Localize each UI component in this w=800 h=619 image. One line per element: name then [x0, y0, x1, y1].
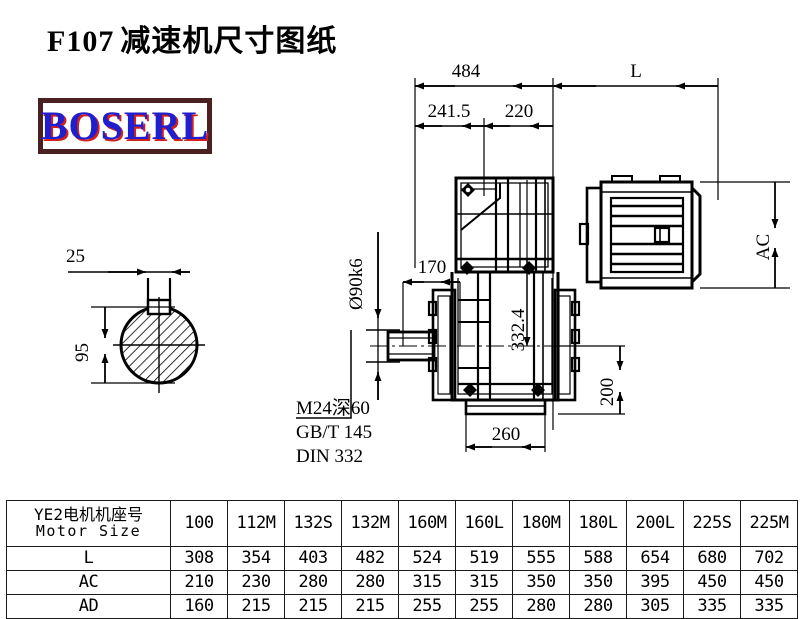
header-label-cn: YE2电机机座号 — [34, 505, 143, 525]
row-label-L: L — [6, 546, 171, 571]
cell-AD-0: 160 — [170, 594, 228, 619]
dim-241-220-group: 241.5 220 — [415, 101, 553, 196]
cell-L-0: 308 — [170, 546, 228, 571]
cell-AC-4: 315 — [398, 570, 456, 595]
cell-L-1: 354 — [227, 546, 285, 571]
cell-AD-5: 255 — [455, 594, 513, 619]
dim-shaft-diameter: Ø90k6 — [346, 258, 367, 310]
header-cell-size-9: 225S — [683, 500, 741, 547]
header-cell-size-5: 160L — [455, 500, 513, 547]
table-row: AC 210 230 280 280 315 315 350 350 395 4… — [6, 570, 798, 595]
cell-AC-6: 350 — [512, 570, 570, 595]
header-cell-size-6: 180M — [512, 500, 570, 547]
spec-table-body: YE2电机机座号 Motor Size 100 112M 132S 132M 1… — [6, 500, 798, 619]
row-label-AC: AC — [6, 570, 171, 595]
cell-L-6: 555 — [512, 546, 570, 571]
header-cell-size-3: 132M — [341, 500, 399, 547]
header-cell-size-1: 112M — [227, 500, 285, 547]
annotation-line-1: M24深60 — [296, 397, 370, 419]
bolt-symbols — [460, 183, 545, 397]
table-row: AD 160 215 215 215 255 255 280 280 305 3… — [6, 594, 798, 619]
cell-AC-7: 350 — [569, 570, 627, 595]
cell-AC-2: 280 — [284, 570, 342, 595]
header-cell-size-0: 100 — [170, 500, 228, 547]
dim-484: 484 — [452, 61, 481, 82]
table-header-row: YE2电机机座号 Motor Size 100 112M 132S 132M 1… — [6, 500, 798, 547]
cell-L-7: 588 — [569, 546, 627, 571]
dim-260: 260 — [492, 424, 521, 445]
cell-AC-5: 315 — [455, 570, 513, 595]
shaft-cross-section-detail: 25 95 — [66, 246, 205, 393]
header-cell-motor-size: YE2电机机座号 Motor Size — [6, 500, 171, 547]
page-title-model: F107 — [47, 25, 115, 58]
annotation-line-2: GB/T 145 — [296, 422, 372, 443]
dim-L-group: L — [553, 61, 719, 200]
cell-L-2: 403 — [284, 546, 342, 571]
cell-AD-1: 215 — [227, 594, 285, 619]
cell-AC-1: 230 — [227, 570, 285, 595]
dim-AC-group: AC — [700, 181, 790, 289]
cell-AD-9: 335 — [683, 594, 741, 619]
cell-AD-8: 305 — [626, 594, 684, 619]
cell-AC-3: 280 — [341, 570, 399, 595]
cell-AC-8: 395 — [626, 570, 684, 595]
cell-L-3: 482 — [341, 546, 399, 571]
cell-AC-0: 210 — [170, 570, 228, 595]
gearbox-housing — [427, 176, 581, 416]
page-title-cn: 减速机尺寸图纸 — [120, 24, 338, 59]
header-cell-size-7: 180L — [569, 500, 627, 547]
motor-spec-table: YE2电机机座号 Motor Size 100 112M 132S 132M 1… — [6, 500, 798, 619]
cell-AD-4: 255 — [398, 594, 456, 619]
dim-332-4: 332.4 — [508, 308, 529, 351]
cell-AC-9: 450 — [683, 570, 741, 595]
cell-L-8: 654 — [626, 546, 684, 571]
dim-170-group: 170 — [402, 257, 461, 346]
center-bore-annotation: M24深60 GB/T 145 DIN 332 — [296, 330, 372, 467]
dim-L: L — [630, 61, 642, 82]
dim-332-4-group: 332.4 — [508, 180, 531, 351]
cell-AC-10: 450 — [740, 570, 798, 595]
cell-AD-6: 280 — [512, 594, 570, 619]
dim-200-group: 200 — [558, 345, 625, 415]
annotation-line-3: DIN 332 — [296, 446, 363, 467]
dim-shaft-diameter-group: Ø90k6 — [346, 232, 400, 400]
dim-shaft-dia-95: 95 — [72, 343, 93, 362]
dim-200: 200 — [597, 378, 618, 407]
dim-170: 170 — [418, 257, 447, 278]
cell-AD-7: 280 — [569, 594, 627, 619]
dim-260-group: 260 — [465, 414, 546, 452]
header-label-en: Motor Size — [35, 522, 142, 541]
cell-L-5: 519 — [455, 546, 513, 571]
electric-motor — [578, 175, 702, 290]
dim-220: 220 — [505, 101, 534, 122]
cell-AD-10: 335 — [740, 594, 798, 619]
table-row: L 308 354 403 482 524 519 555 588 654 68… — [6, 546, 798, 571]
dim-key-width: 25 — [66, 246, 85, 267]
cell-AD-3: 215 — [341, 594, 399, 619]
header-cell-size-4: 160M — [398, 500, 456, 547]
brand-logo: BOSERL — [38, 98, 212, 154]
header-cell-size-8: 200L — [626, 500, 684, 547]
cell-L-10: 702 — [740, 546, 798, 571]
header-cell-size-2: 132S — [284, 500, 342, 547]
cell-L-4: 524 — [398, 546, 456, 571]
dim-AC: AC — [753, 234, 774, 260]
dim-484-group: 484 — [414, 61, 554, 430]
dim-241-5: 241.5 — [428, 101, 471, 122]
header-cell-size-10: 225M — [740, 500, 798, 547]
brand-logo-text: BOSERL — [40, 103, 210, 148]
cell-AD-2: 215 — [284, 594, 342, 619]
cell-L-9: 680 — [683, 546, 741, 571]
row-label-AD: AD — [6, 594, 171, 619]
